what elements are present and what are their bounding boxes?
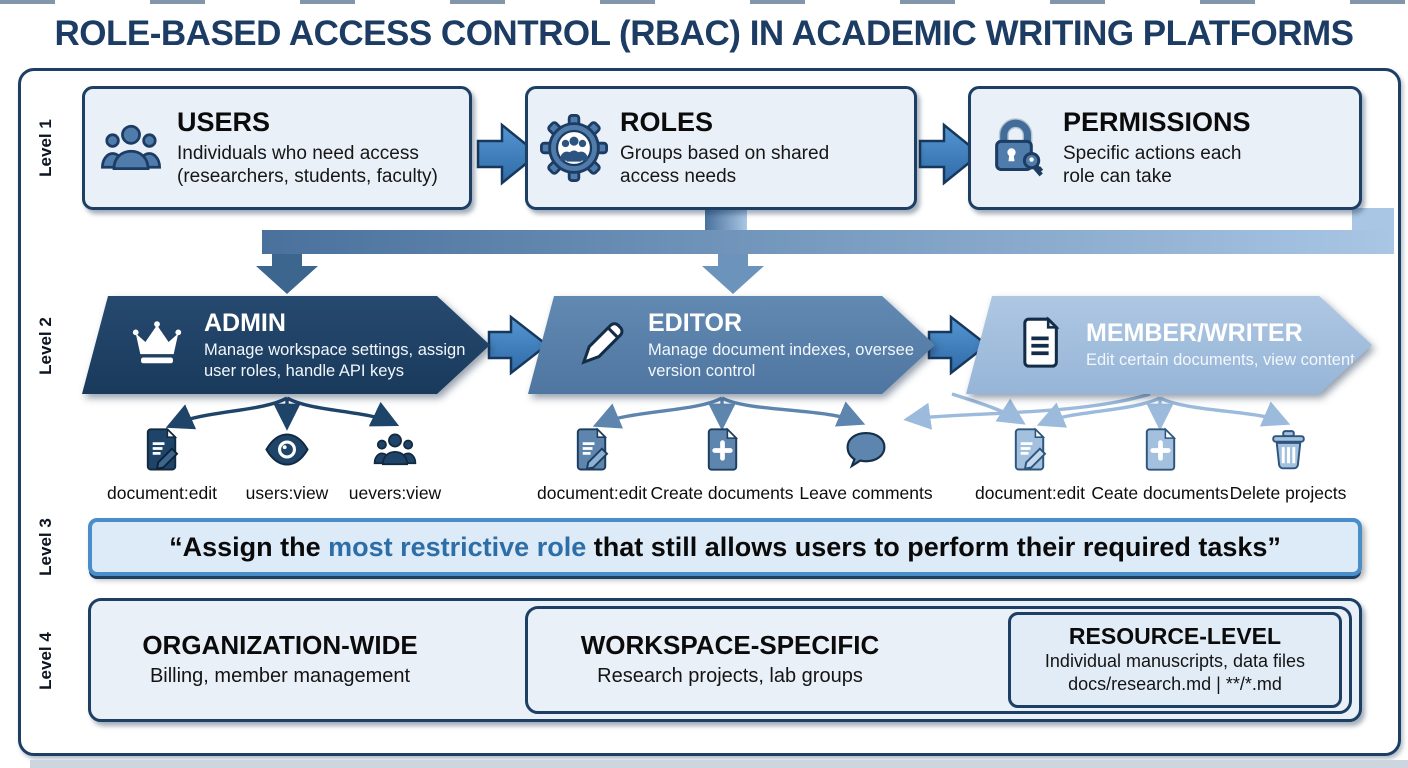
users-desc: Individuals who need access (researchers…	[177, 142, 438, 187]
quote-highlight: most restrictive role	[328, 531, 587, 562]
trash-icon	[1271, 430, 1305, 470]
quote-suffix: that still allows users to perform their…	[586, 531, 1281, 562]
admin-banner: ADMIN Manage workspace settings, assign …	[82, 296, 490, 394]
workspace-specific-desc: Research projects, lab groups	[597, 664, 863, 687]
roles-title: ROLES	[620, 106, 714, 137]
member-writer-banner: MEMBER/WRITER Edit certain documents, vi…	[966, 296, 1372, 394]
permissions-box: PERMISSIONS Specific actions each role c…	[968, 86, 1362, 210]
permission-admin-users-view: users:view	[212, 426, 362, 504]
resource-level-box: RESOURCE-LEVEL Individual manuscripts, d…	[1008, 612, 1342, 708]
users-title: USERS	[177, 106, 271, 137]
permissions-desc: Specific actions each role can take	[1063, 142, 1242, 187]
people-icon	[373, 433, 417, 466]
level-2-label: Level 2	[36, 317, 55, 375]
resource-level-title: RESOURCE-LEVEL	[1068, 622, 1282, 649]
level-4-label: Level 4	[36, 632, 55, 690]
admin-title: ADMIN	[204, 308, 286, 337]
permission-editor-document-edit: document:edit	[517, 426, 667, 504]
organization-wide-block: ORGANIZATION-WIDE Billing, member manage…	[100, 598, 460, 722]
permission-editor-create-documents: Create documents	[647, 426, 797, 504]
resource-level-desc: Individual manuscripts, data files	[1044, 650, 1306, 671]
lock-key-icon	[971, 115, 1063, 181]
document-plus-icon	[707, 427, 738, 471]
member-writer-title: MEMBER/WRITER	[1086, 319, 1303, 348]
eye-icon	[265, 433, 309, 466]
organization-wide-desc: Billing, member management	[149, 664, 411, 687]
users-group-icon	[85, 115, 177, 181]
crown-icon	[128, 314, 186, 377]
document-icon	[1012, 315, 1068, 376]
level-3-label: Level 3	[36, 518, 55, 576]
permission-member-document-edit: document:edit	[955, 426, 1105, 504]
editor-desc: Manage document indexes, oversee version…	[648, 340, 914, 380]
quote-prefix: “Assign the	[169, 531, 329, 562]
page-title: ROLE-BASED ACCESS CONTROL (RBAC) IN ACAD…	[54, 14, 1354, 53]
resource-level-paths: docs/research.md | **/*.md	[1068, 674, 1282, 695]
comment-icon	[846, 431, 886, 469]
document-edit-icon	[576, 427, 608, 471]
member-writer-desc: Edit certain documents, view content	[1086, 351, 1355, 370]
principle-quote-banner: “Assign the most restrictive role that s…	[88, 518, 1362, 576]
organization-wide-title: ORGANIZATION-WIDE	[142, 630, 418, 661]
workspace-specific-block: WORKSPACE-SPECIFIC Research projects, la…	[540, 606, 920, 714]
document-edit-icon	[146, 427, 178, 471]
editor-banner: EDITOR Manage document indexes, oversee …	[528, 296, 935, 394]
permission-editor-leave-comments: Leave comments	[791, 426, 941, 504]
top-edge-artifact	[0, 0, 1408, 4]
roles-desc: Groups based on shared access needs	[620, 142, 830, 187]
permission-member-delete-projects: Delete projects	[1213, 426, 1363, 504]
permissions-title: PERMISSIONS	[1063, 106, 1251, 137]
admin-desc: Manage workspace settings, assign user r…	[204, 340, 466, 380]
roles-box: ROLES Groups based on shared access need…	[525, 86, 917, 210]
gear-people-icon	[528, 114, 620, 182]
users-box: USERS Individuals who need access (resea…	[82, 86, 472, 210]
workspace-specific-title: WORKSPACE-SPECIFIC	[580, 630, 880, 661]
permission-member-ceate-documents: Ceate documents	[1085, 426, 1235, 504]
permission-admin-document-edit: document:edit	[87, 426, 237, 504]
document-edit-icon	[1014, 427, 1046, 471]
level-1-label: Level 1	[36, 119, 55, 177]
editor-title: EDITOR	[648, 308, 742, 337]
document-plus-icon	[1145, 427, 1176, 471]
bottom-strip	[30, 760, 1408, 768]
permission-admin-uevers-view: uevers:view	[320, 426, 470, 504]
pencil-icon	[574, 315, 630, 376]
